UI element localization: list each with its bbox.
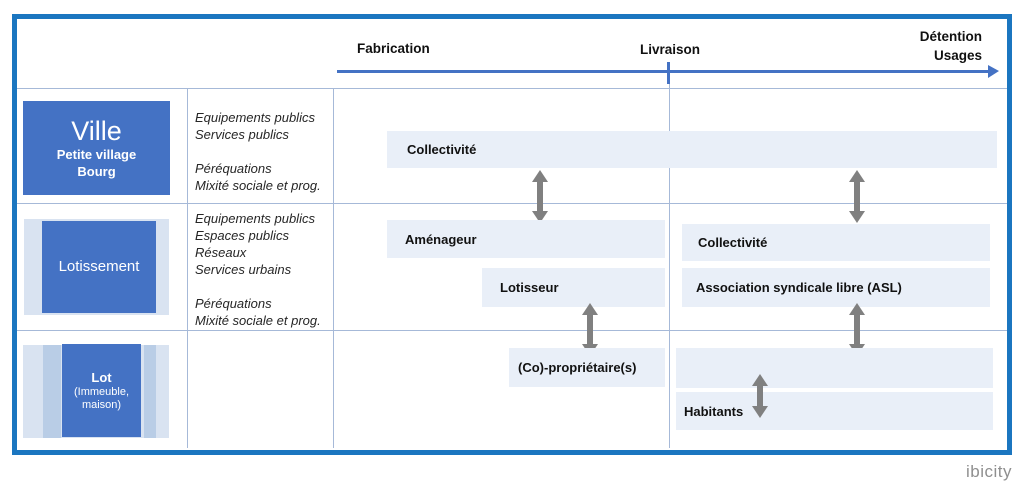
double-arrow-icon — [849, 170, 865, 223]
theme-item: Equipements publics — [195, 110, 315, 125]
phase-label-usages: Usages — [933, 48, 982, 63]
bar-coproprietaires: (Co)-propriétaire(s) — [509, 348, 665, 387]
lot-title: Lot — [91, 369, 112, 385]
lot-subtitle: maison) — [81, 398, 122, 411]
bar-asl: Association syndicale libre (ASL) — [682, 268, 990, 307]
ville-subtitle: Bourg — [77, 164, 116, 179]
ville-title: Ville — [71, 116, 122, 146]
ibicity-logo: ibicity — [965, 462, 1012, 481]
bar-detention-blank — [676, 348, 993, 388]
arrow-up-head — [752, 374, 768, 386]
bar-collectivite-lotissement: Collectivité — [682, 224, 990, 261]
ville-box: Ville Petite village Bourg — [23, 101, 170, 195]
diagram-border — [12, 14, 1012, 455]
arrow-up-head — [582, 303, 598, 315]
bar-lotisseur: Lotisseur — [482, 268, 665, 307]
phase-label-detention: Détention — [919, 29, 982, 44]
lotissement-themes-list: Equipements publics Espaces publics Rése… — [195, 210, 330, 329]
phase-label-livraison: Livraison — [640, 42, 701, 57]
theme-item: Mixité sociale et prog. — [195, 178, 321, 193]
lot-subtitle: (Immeuble, — [73, 385, 130, 398]
timeline-arrowhead-icon — [988, 65, 999, 78]
theme-item: Mixité sociale et prog. — [195, 313, 321, 328]
lot-box: Lot (Immeuble, maison) — [62, 344, 141, 437]
theme-item: Péréquations — [195, 296, 272, 311]
phase-label-detention-usages: Détention Usages — [920, 27, 982, 65]
arrow-up-head — [849, 170, 865, 182]
theme-item: Espaces publics — [195, 228, 289, 243]
lotissement-title: Lotissement — [58, 258, 140, 275]
column-divider — [187, 88, 188, 448]
theme-item: Péréquations — [195, 161, 272, 176]
row-divider — [17, 330, 1007, 331]
ville-subtitle: Petite village — [56, 147, 137, 162]
bar-collectivite-ville: Collectivité — [387, 131, 997, 168]
theme-item: Réseaux — [195, 245, 247, 260]
timeline-axis — [337, 70, 989, 73]
arrow-down-head — [752, 406, 768, 418]
theme-item — [195, 143, 330, 160]
theme-item — [195, 278, 330, 295]
arrow-shaft — [854, 182, 860, 211]
bar-habitants: Habitants — [676, 392, 993, 430]
arrow-shaft — [587, 315, 593, 344]
lot-box-stripe — [43, 345, 61, 438]
double-arrow-icon — [752, 374, 768, 418]
arrow-shaft — [854, 315, 860, 344]
theme-item: Equipements publics — [195, 211, 315, 226]
phase-label-fabrication: Fabrication — [357, 41, 430, 56]
bar-amenageur: Aménageur — [387, 220, 665, 258]
column-divider — [333, 88, 334, 448]
theme-item: Services urbains — [195, 262, 292, 277]
arrow-shaft — [537, 182, 543, 211]
row-divider — [17, 203, 1007, 204]
lot-box-stripe — [144, 345, 156, 438]
arrow-up-head — [849, 303, 865, 315]
arrow-down-head — [849, 211, 865, 223]
theme-item: Services publics — [195, 127, 289, 142]
lotissement-box: Lotissement — [42, 221, 156, 313]
timeline-livraison-tick — [667, 62, 670, 84]
column-divider — [669, 84, 670, 448]
double-arrow-icon — [532, 170, 548, 223]
row-divider — [17, 88, 1007, 89]
arrow-shaft — [757, 386, 763, 406]
arrow-up-head — [532, 170, 548, 182]
ville-themes-list: Equipements publics Services publics Pér… — [195, 109, 330, 194]
